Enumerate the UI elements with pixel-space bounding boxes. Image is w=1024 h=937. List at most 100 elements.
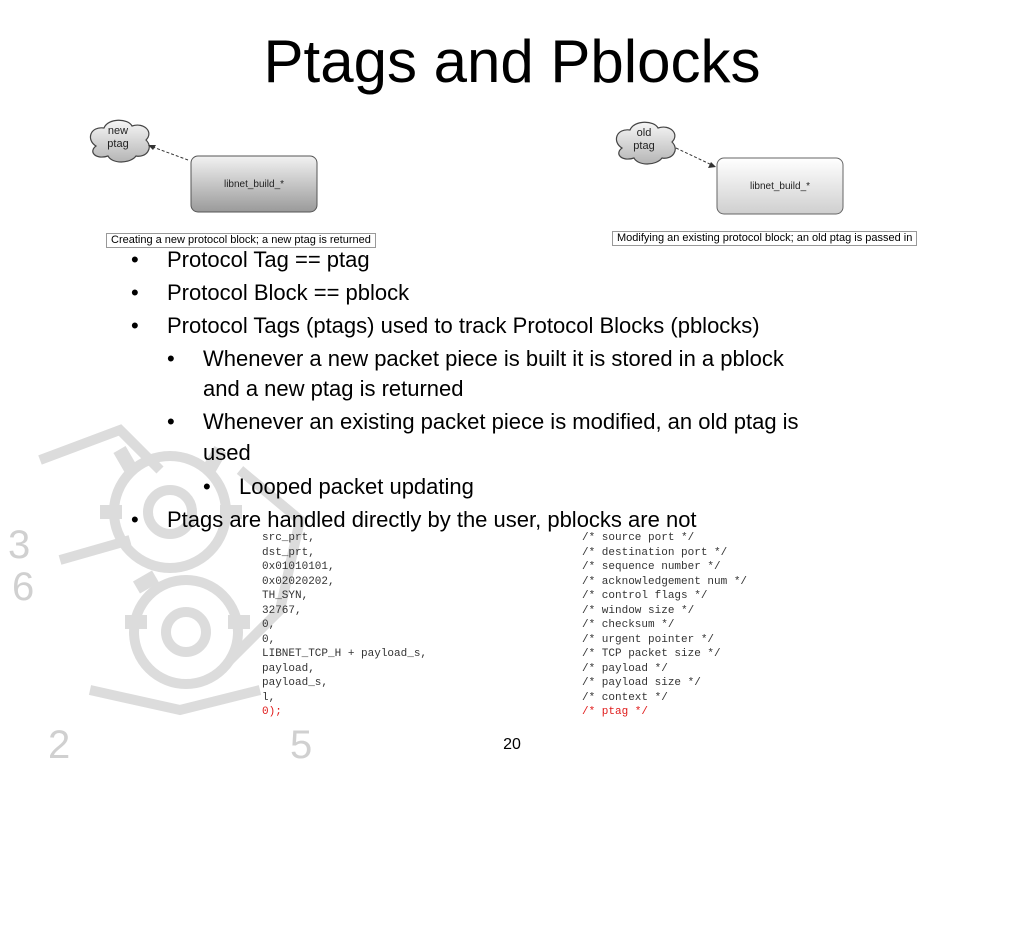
bullet-dot: • bbox=[203, 474, 211, 499]
code-line: payload_s, bbox=[262, 676, 328, 691]
code-arg: 32767, bbox=[262, 604, 302, 617]
code-arg: 0, bbox=[262, 619, 276, 631]
code-comment: /* sequence number */ bbox=[582, 560, 721, 575]
code-line: 0x01010101, bbox=[262, 560, 335, 575]
bullet-item: • Protocol Tags (ptags) used to track Pro… bbox=[131, 310, 760, 342]
caption-left: Creating a new protocol block; a new pta… bbox=[106, 233, 376, 248]
dashed-arrow bbox=[149, 145, 189, 161]
code-listing: src_prt, dst_prt, 0x01010101, 0x02020202… bbox=[262, 531, 747, 937]
code-arg: 0, bbox=[262, 633, 276, 646]
bullet-text: Looped packet updating bbox=[239, 474, 474, 499]
code-arg: payload_s, bbox=[262, 677, 329, 689]
code-comment: /* checksum */ bbox=[582, 618, 674, 633]
code-arg: TH_SYN, bbox=[262, 590, 309, 602]
dashed-arrow bbox=[675, 147, 715, 167]
code-line: src_prt, bbox=[262, 531, 315, 546]
code-arg-highlight: 0); bbox=[262, 706, 282, 718]
code-comment-text: /* payload */ bbox=[582, 662, 668, 675]
diagram-new-ptag-graphic bbox=[89, 119, 318, 213]
cloud-label-new-ptag: new ptag bbox=[107, 125, 129, 150]
code-comment: /* payload */ bbox=[582, 662, 668, 677]
bullet-text: Protocol Block == pblock bbox=[167, 280, 410, 305]
gear-watermark: 3 6 2 5 bbox=[8, 424, 312, 767]
code-comment-text: /* acknowledgement num */ bbox=[582, 575, 748, 588]
watermark-digit: 3 bbox=[8, 523, 30, 567]
bullet-item: • Protocol Block == pblock bbox=[131, 277, 410, 309]
cloud-shape bbox=[89, 119, 150, 163]
code-comment: /* source port */ bbox=[582, 531, 694, 546]
watermark-digit: 6 bbox=[12, 565, 34, 609]
code-comment: /* context */ bbox=[582, 691, 668, 706]
bullet-item: • Ptags are handled directly by the user,… bbox=[131, 504, 697, 536]
sub-bullet-continuation: used bbox=[203, 437, 251, 469]
code-line: dst_prt, bbox=[262, 546, 315, 561]
sub-bullet-item: • Whenever an existing packet piece is mo… bbox=[167, 406, 799, 438]
bullet-dot: • bbox=[131, 507, 139, 532]
code-comment: /* TCP packet size */ bbox=[582, 647, 721, 662]
bullet-dot: • bbox=[131, 313, 139, 338]
code-comment-text: /* payload size */ bbox=[582, 677, 701, 689]
code-comment: /* urgent pointer */ bbox=[582, 633, 714, 648]
caption-right: Modifying an existing protocol block; an… bbox=[612, 231, 918, 246]
code-arg: 0x02020202, bbox=[262, 575, 335, 588]
code-comment-text: /* control flags */ bbox=[582, 590, 708, 602]
bullet-text: Whenever an existing packet piece is mod… bbox=[203, 409, 799, 434]
bullet-text: and a new ptag is returned bbox=[203, 376, 464, 401]
diagram-old-ptag: old ptag libnet_build_* Modifying an exi… bbox=[610, 118, 950, 248]
code-line: l, bbox=[262, 691, 275, 706]
code-arg: src_prt, bbox=[262, 532, 315, 544]
code-line: 0, bbox=[262, 633, 275, 648]
box-label-left: libnet_build_* bbox=[223, 178, 285, 190]
code-comment-text: /* window size */ bbox=[582, 604, 695, 617]
cloud-shape bbox=[615, 121, 676, 165]
code-comment-text: /* context */ bbox=[582, 691, 668, 704]
diagram-old-ptag-graphic bbox=[615, 121, 844, 215]
bullet-item: • Protocol Tag == ptag bbox=[131, 244, 370, 276]
code-line: payload, bbox=[262, 662, 315, 677]
code-line: 0); bbox=[262, 705, 282, 720]
code-arg: LIBNET_TCP_H + payload_s, bbox=[262, 648, 428, 660]
bullet-text: Whenever a new packet piece is built it … bbox=[203, 346, 784, 371]
code-comment-text: /* checksum */ bbox=[582, 619, 675, 631]
code-line: 32767, bbox=[262, 604, 302, 619]
bullet-dot: • bbox=[131, 247, 139, 272]
code-comment-text: /* sequence number */ bbox=[582, 561, 721, 573]
sub-bullet-continuation: and a new ptag is returned bbox=[203, 373, 464, 405]
bullet-text: Protocol Tags (ptags) used to track Prot… bbox=[167, 313, 760, 338]
code-comment-text: /* destination port */ bbox=[582, 546, 728, 559]
function-box bbox=[190, 155, 318, 213]
code-comment: /* window size */ bbox=[582, 604, 694, 619]
code-comment-text-highlight: /* ptag */ bbox=[582, 706, 649, 718]
sub-sub-bullet-item: • Looped packet updating bbox=[203, 471, 474, 503]
bullet-text: used bbox=[203, 440, 251, 465]
code-line: 0x02020202, bbox=[262, 575, 335, 590]
watermark-digit: 2 bbox=[48, 723, 70, 767]
code-comment-text: /* urgent pointer */ bbox=[582, 633, 715, 646]
bullet-dot: • bbox=[167, 409, 175, 434]
diagram-new-ptag: new ptag libnet_build_* Creating a new p… bbox=[84, 116, 404, 248]
code-comment-text: /* TCP packet size */ bbox=[582, 648, 721, 660]
code-arg: l, bbox=[262, 691, 276, 704]
code-comment-text: /* source port */ bbox=[582, 532, 695, 544]
bullet-dot: • bbox=[131, 280, 139, 305]
function-box bbox=[716, 157, 844, 215]
code-comment: /* payload size */ bbox=[582, 676, 701, 691]
code-comment: /* ptag */ bbox=[582, 705, 648, 720]
code-arg: 0x01010101, bbox=[262, 561, 335, 573]
slide-title: Ptags and Pblocks bbox=[263, 28, 761, 95]
bullet-dot: • bbox=[167, 346, 175, 371]
code-line: 0, bbox=[262, 618, 275, 633]
box-label-right: libnet_build_* bbox=[749, 180, 811, 192]
code-arg: dst_prt, bbox=[262, 546, 315, 559]
cloud-label-old-ptag: old ptag bbox=[633, 127, 655, 152]
bullet-text: Protocol Tag == ptag bbox=[167, 247, 370, 272]
code-arg: payload, bbox=[262, 662, 315, 675]
page-number: 20 bbox=[503, 736, 521, 753]
bullet-text: Ptags are handled directly by the user, … bbox=[167, 507, 697, 532]
sub-bullet-item: • Whenever a new packet piece is built it… bbox=[167, 343, 784, 375]
code-line: TH_SYN, bbox=[262, 589, 308, 604]
code-comment: /* control flags */ bbox=[582, 589, 707, 604]
code-comment: /* acknowledgement num */ bbox=[582, 575, 747, 590]
code-line: LIBNET_TCP_H + payload_s, bbox=[262, 647, 427, 662]
code-comment: /* destination port */ bbox=[582, 546, 727, 561]
